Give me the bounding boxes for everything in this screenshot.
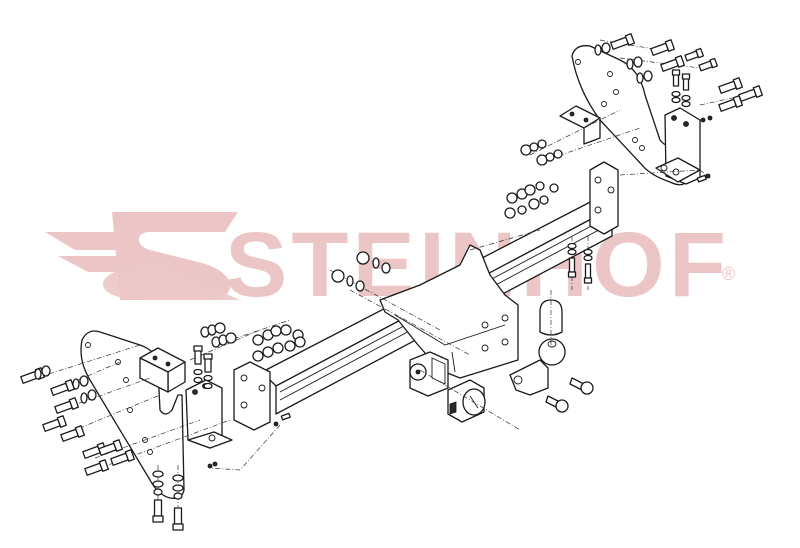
left-u-bracket	[185, 379, 233, 449]
right-end-plate	[589, 161, 619, 235]
nut-stack-right-1	[520, 139, 547, 156]
right-angle-bracket	[559, 105, 601, 145]
center-nuts	[331, 181, 593, 292]
right-bolts	[610, 33, 764, 183]
ball-bolts	[545, 377, 594, 413]
nut-stack-2	[211, 332, 237, 348]
right-u-bracket	[655, 107, 701, 185]
center-bracket	[379, 244, 519, 379]
nut-stack-1	[200, 322, 226, 338]
nut-stack-right-2	[536, 149, 563, 166]
ball-cap	[539, 290, 563, 345]
upper-beam-nuts	[504, 181, 559, 219]
right-washers-nuts	[520, 42, 713, 179]
socket-plate	[409, 351, 449, 397]
tow-ball	[509, 338, 566, 396]
electrical-socket	[447, 379, 486, 423]
left-washers-nuts	[34, 322, 306, 500]
left-angle-bracket	[139, 347, 186, 393]
nut-stack-4	[252, 336, 306, 362]
left-bolts	[20, 345, 291, 531]
steinhof-logo-icon	[45, 212, 240, 300]
left-end-plate	[233, 361, 271, 431]
registered-mark: ®	[722, 264, 735, 284]
left-side-plate	[80, 330, 185, 499]
